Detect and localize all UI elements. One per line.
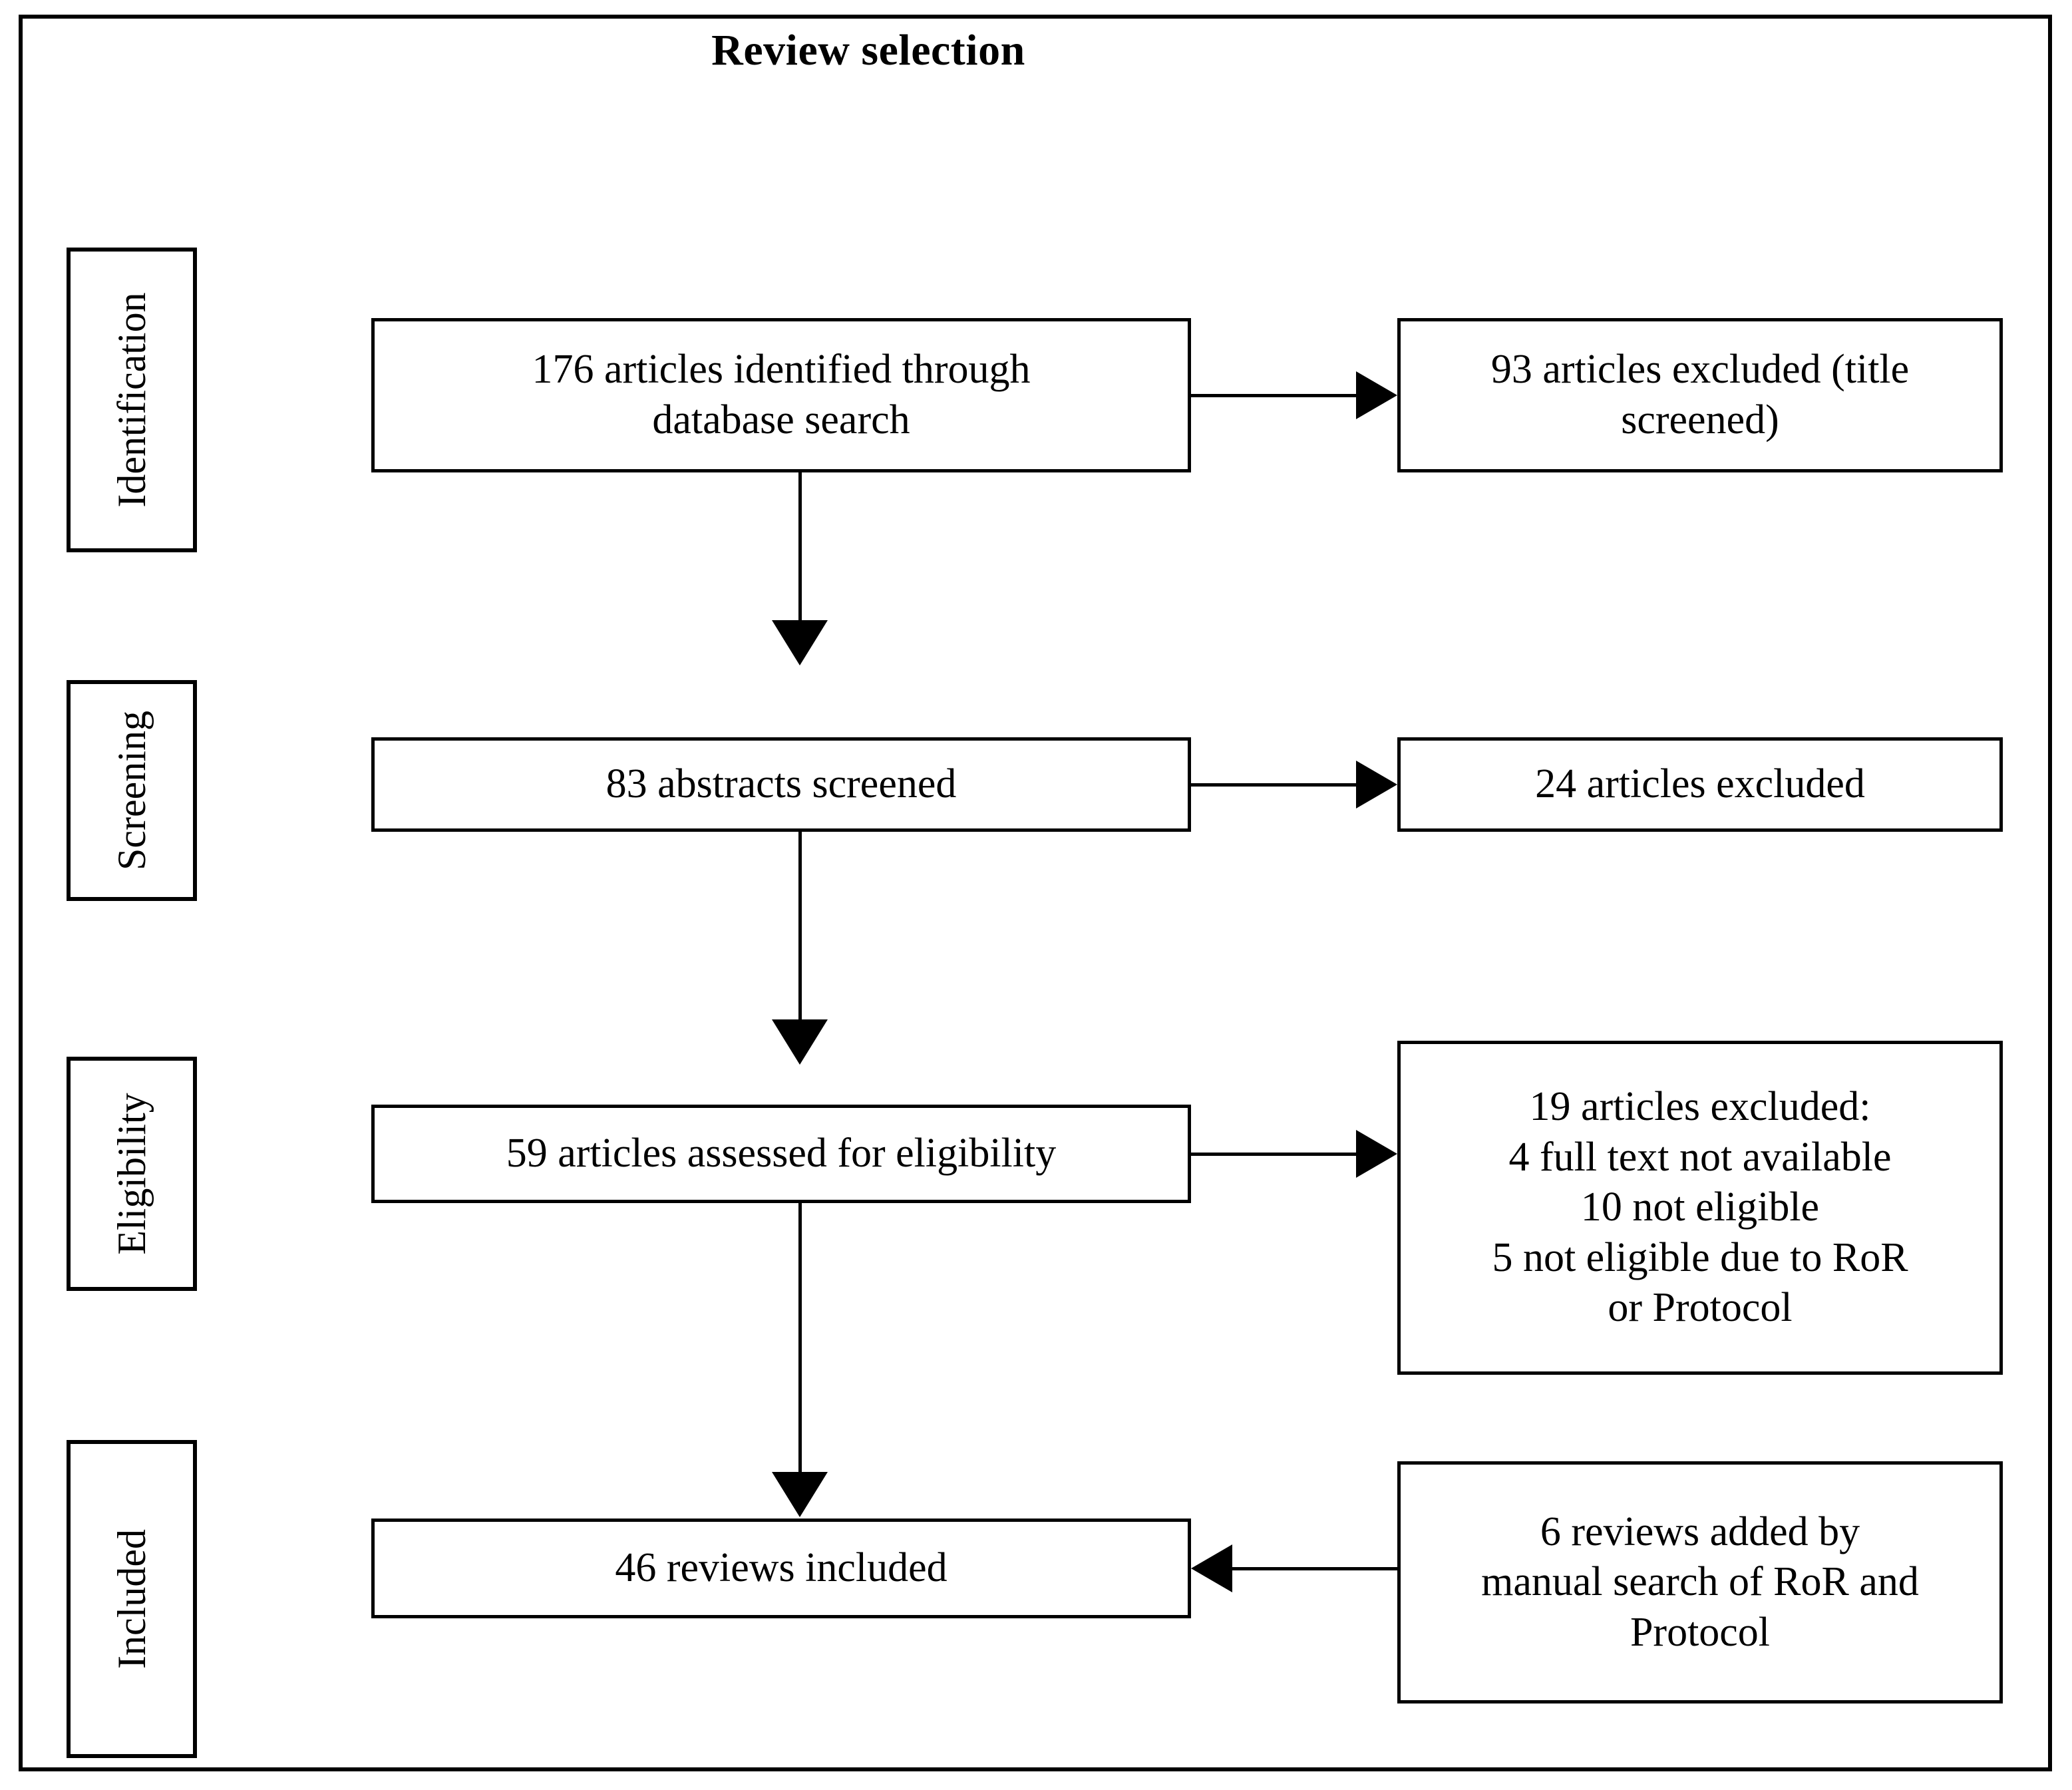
connector-identified-to-excluded-title bbox=[1191, 318, 1397, 472]
stage-box-identification: Identification bbox=[67, 248, 197, 552]
arrow-down-icon bbox=[772, 1019, 828, 1065]
node-manual-search-added: 6 reviews added by manual search of RoR … bbox=[1397, 1461, 2003, 1703]
connector-eligibility-to-excluded-fulltext bbox=[1191, 1105, 1397, 1203]
node-excluded-title-screened: 93 articles excluded (title screened) bbox=[1397, 318, 2003, 472]
node-reviews-included: 46 reviews included bbox=[371, 1519, 1191, 1618]
node-assessed-for-eligibility-text: 59 articles assessed for eligibility bbox=[506, 1131, 1057, 1176]
stage-label-eligibility: Eligibility bbox=[110, 1093, 154, 1255]
connector-eligibility-to-included bbox=[735, 1203, 865, 1517]
connector-line bbox=[1191, 394, 1361, 397]
arrow-right-icon bbox=[1356, 761, 1397, 808]
node-articles-identified: 176 articles identified through database… bbox=[371, 318, 1191, 472]
node-abstracts-screened: 83 abstracts screened bbox=[371, 737, 1191, 832]
stage-box-eligibility: Eligibility bbox=[67, 1057, 197, 1291]
arrow-down-icon bbox=[772, 620, 828, 665]
node-assessed-for-eligibility: 59 articles assessed for eligibility bbox=[371, 1105, 1191, 1203]
node-excluded-title-screened-text: 93 articles excluded (title screened) bbox=[1490, 347, 1910, 443]
arrow-right-icon bbox=[1356, 371, 1397, 419]
node-reviews-included-text: 46 reviews included bbox=[615, 1545, 948, 1591]
arrow-down-icon bbox=[772, 1472, 828, 1517]
connector-manual-to-included bbox=[1191, 1519, 1397, 1618]
stage-box-included: Included bbox=[67, 1440, 197, 1758]
stage-box-screening: Screening bbox=[67, 680, 197, 901]
stage-label-included: Included bbox=[110, 1529, 154, 1669]
connector-identified-to-abstracts bbox=[735, 472, 865, 665]
node-abstracts-screened-text: 83 abstracts screened bbox=[605, 761, 957, 807]
arrow-right-icon bbox=[1356, 1130, 1397, 1178]
node-excluded-full-text-text: 19 articles excluded: 4 full text not av… bbox=[1492, 1083, 1908, 1331]
page-title: Review selection bbox=[711, 26, 1025, 75]
arrow-left-icon bbox=[1191, 1544, 1232, 1592]
connector-abstracts-to-excluded bbox=[1191, 737, 1397, 832]
connector-line bbox=[1191, 783, 1361, 787]
stage-label-identification: Identification bbox=[110, 292, 154, 508]
connector-line bbox=[1191, 1153, 1361, 1156]
node-excluded-after-abstract: 24 articles excluded bbox=[1397, 737, 2003, 832]
connector-line bbox=[798, 472, 802, 627]
stage-label-screening: Screening bbox=[110, 711, 154, 870]
connector-line bbox=[798, 832, 802, 1026]
node-articles-identified-text: 176 articles identified through database… bbox=[532, 347, 1031, 443]
node-excluded-after-abstract-text: 24 articles excluded bbox=[1535, 761, 1865, 807]
connector-abstracts-to-eligibility bbox=[735, 832, 865, 1065]
node-excluded-full-text: 19 articles excluded: 4 full text not av… bbox=[1397, 1041, 2003, 1375]
node-manual-search-added-text: 6 reviews added by manual search of RoR … bbox=[1481, 1509, 1919, 1655]
connector-line bbox=[1227, 1567, 1397, 1570]
connector-line bbox=[798, 1203, 802, 1476]
